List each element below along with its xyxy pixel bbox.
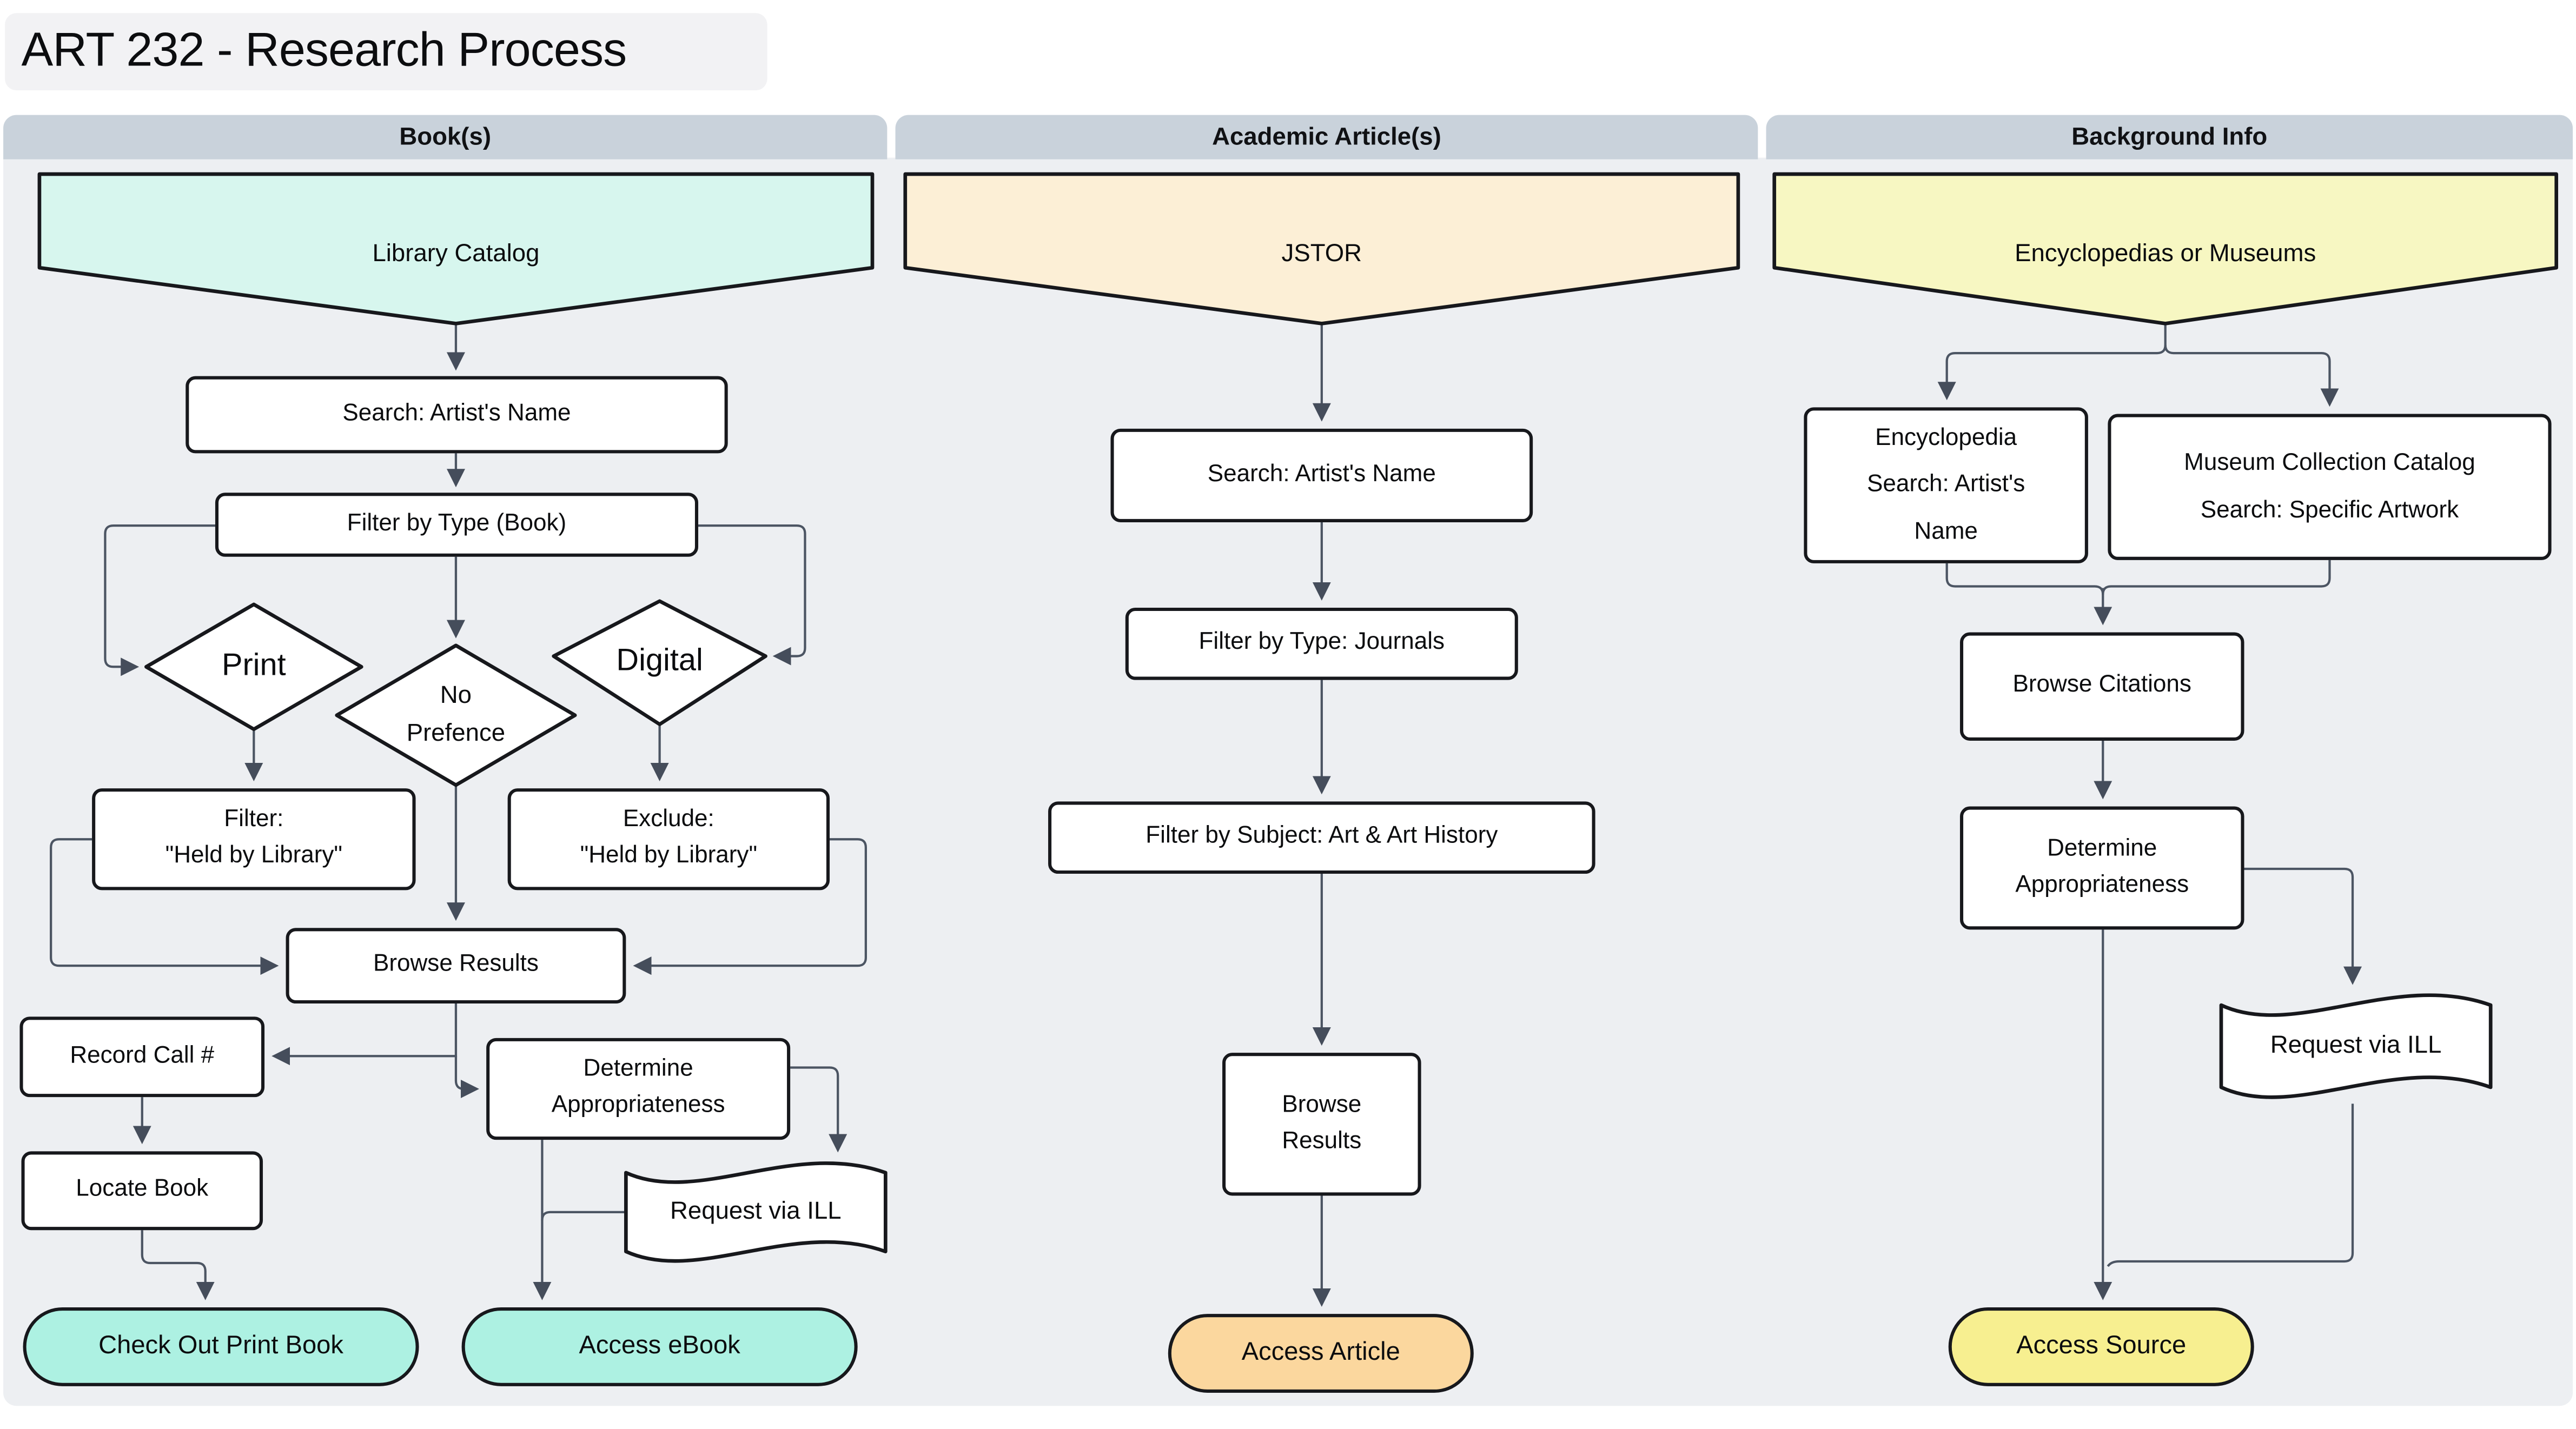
node-museum-collection-catalog-search: Museum Collection Catalog Search: Specif… [2108,414,2552,560]
node-filter-by-type-book: Filter by Type (Book) [215,493,699,557]
node-filter-by-type-journals: Filter by Type: Journals [1125,607,1518,680]
node-access-source: Access Source [1948,1307,2254,1386]
node-locate-book: Locate Book [21,1151,263,1231]
node-determine-appropriateness: Determine Appropriateness [486,1038,791,1140]
flow-panel [3,157,2573,1406]
node-determine-appropriateness-bg: Determine Appropriateness [1959,806,2244,930]
node-check-out-print-book: Check Out Print Book [23,1307,419,1386]
node-browse-citations: Browse Citations [1959,632,2244,741]
diagram-title-chip: ART 232 - Research Process [5,13,767,91]
node-encyclopedia-search: Encyclopedia Search: Artist's Name [1804,407,2088,563]
node-exclude-held-by-library: Exclude: "Held by Library" [507,788,830,890]
node-search-artist-name: Search: Artist's Name [186,376,728,454]
node-filter-by-subject-art: Filter by Subject: Art & Art History [1048,801,1595,874]
lane-header-background-info: Background Info [1766,115,2573,159]
diagram-title: ART 232 - Research Process [21,24,627,77]
lane-header-books: Book(s) [3,115,888,159]
node-access-ebook: Access eBook [461,1307,858,1386]
node-search-artist-name-jstor: Search: Artist's Name [1110,428,1533,522]
node-browse-results: Browse Results [286,928,626,1004]
lane-header-academic-articles: Academic Article(s) [895,115,1758,159]
node-access-article: Access Article [1168,1314,1474,1393]
node-record-call-number: Record Call # [19,1016,265,1098]
node-filter-held-by-library: Filter: "Held by Library" [92,788,416,890]
node-browse-results-jstor: Browse Results [1222,1053,1421,1196]
